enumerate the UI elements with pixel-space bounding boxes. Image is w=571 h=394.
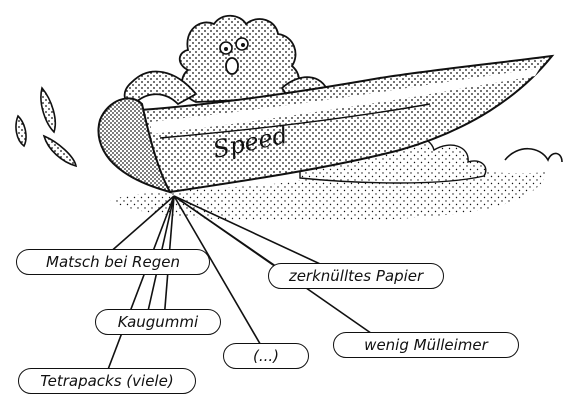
label-ellipsis: (...) xyxy=(223,343,309,369)
label-text: zerknülltes Papier xyxy=(289,267,423,285)
label-text: Matsch bei Regen xyxy=(46,253,180,271)
label-wenig-muelleimer: wenig Mülleimer xyxy=(333,332,519,358)
label-zerknuelltes-papier: zerknülltes Papier xyxy=(268,263,444,289)
label-text: (...) xyxy=(253,347,279,365)
label-kaugummi: Kaugummi xyxy=(95,309,221,335)
label-tetrapacks: Tetrapacks (viele) xyxy=(18,368,196,394)
label-matsch-bei-regen: Matsch bei Regen xyxy=(16,249,210,275)
label-text: Kaugummi xyxy=(118,313,198,331)
label-text: wenig Mülleimer xyxy=(364,336,488,354)
splash-drops xyxy=(16,88,76,166)
label-text: Tetrapacks (viele) xyxy=(40,372,173,390)
